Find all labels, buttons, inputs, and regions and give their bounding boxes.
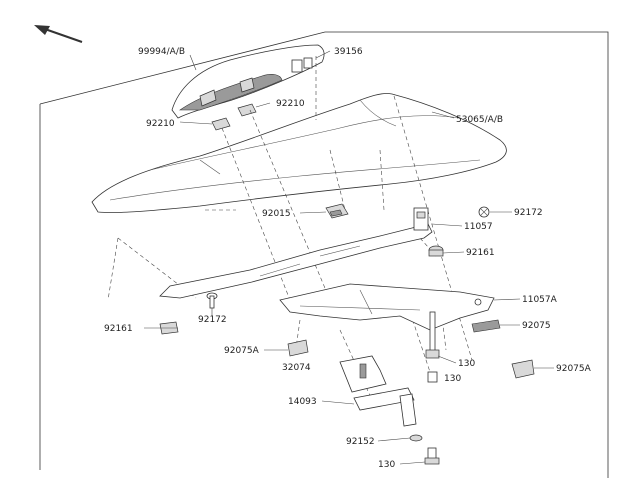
grommet-part-92015 [325,203,349,219]
bracket-part-11057a [279,283,501,333]
label-130-upper: 130 [458,359,475,369]
cap-part-92161-right [428,245,444,257]
label-92161-left: 92161 [104,324,133,334]
label-130-bottom: 130 [378,460,395,470]
label-92015: 92015 [262,209,291,219]
label-11057a: 11057A [522,295,558,305]
clip-part-92210 [211,103,257,131]
bolt-part-130 [425,311,440,383]
label-92172-right: 92172 [514,208,543,218]
label-53065: 53065/A/B [456,115,503,125]
leader-lines [144,50,554,465]
damper-part-92075a-right [511,359,535,379]
label-92210-upper: 92210 [276,99,305,109]
label-92161-right: 92161 [466,248,495,258]
label-11057: 11057 [464,222,493,232]
screw-part-92172-left [206,292,218,309]
label-39156: 39156 [334,47,363,57]
label-99994: 99994/A/B [138,47,185,57]
label-92075a-right: 92075A [556,364,592,374]
label-32074: 32074 [282,363,311,373]
label-14093: 14093 [288,397,317,407]
label-92075: 92075 [522,321,551,331]
diagram-frame [39,31,609,478]
label-130-middle: 130 [444,374,461,384]
grab-rail-part [159,207,433,299]
front-direction-arrow-icon [34,25,83,43]
label-92172-left: 92172 [198,315,227,325]
damper-part-92075a-left [287,339,309,357]
bolt-part-130-bottom [424,447,440,465]
seat-cover-part [171,44,325,119]
part-labels: 99994/A/B 39156 92210 92210 53065/A/B 92… [104,47,592,470]
plate-part-14093 [353,387,417,427]
latch-part-32074 [339,355,387,393]
label-92210-lower: 92210 [146,119,175,129]
label-92152: 92152 [346,437,375,447]
label-92075a-left: 92075A [224,346,260,356]
washer-part-92152 [409,434,423,442]
tail-cowl-part [91,93,507,213]
screw-part-92172-right [478,206,490,218]
